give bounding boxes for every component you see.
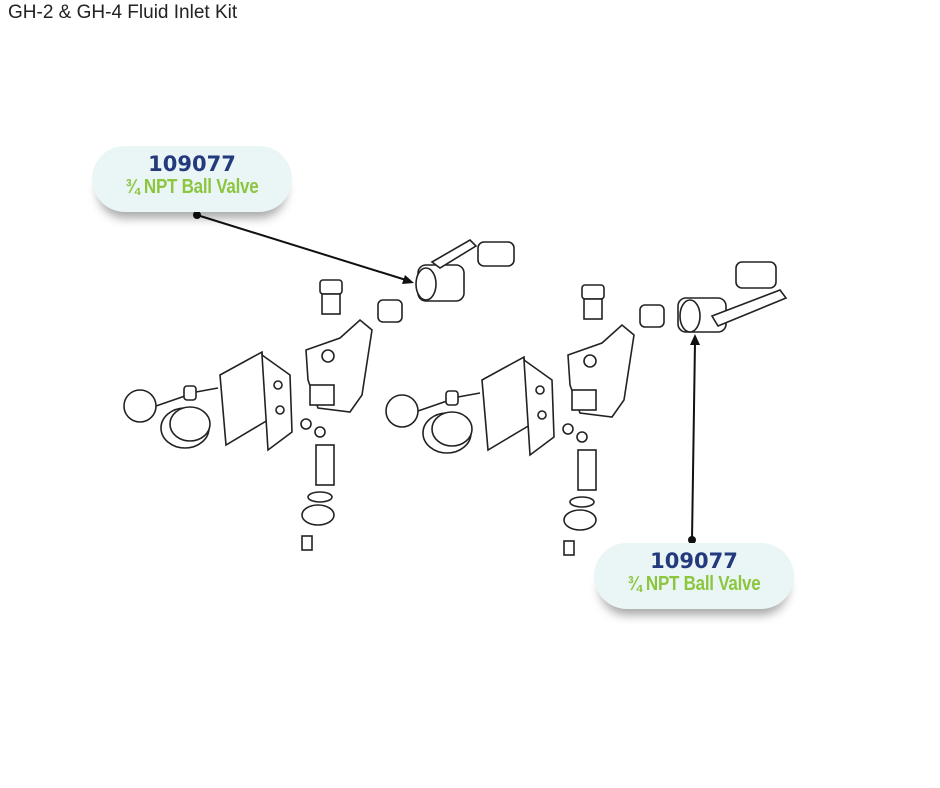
assembly-right	[385, 284, 665, 556]
part-number: 109077	[148, 152, 236, 176]
leader-line-left	[193, 211, 414, 284]
assembly-left	[123, 279, 403, 551]
leader-line-right	[688, 334, 700, 544]
page-title: GH-2 & GH-4 Fluid Inlet Kit	[8, 2, 238, 23]
callout-ball-valve-left: 109077 ¾ NPT Ball Valve	[92, 146, 292, 212]
ball-valve-left	[415, 238, 515, 302]
part-description: ¾ NPT Ball Valve	[125, 176, 259, 198]
part-description: ¾ NPT Ball Valve	[627, 573, 761, 595]
ball-valve-right	[677, 261, 788, 333]
callout-ball-valve-right: 109077 ¾ NPT Ball Valve	[594, 543, 794, 609]
part-number: 109077	[650, 549, 738, 573]
